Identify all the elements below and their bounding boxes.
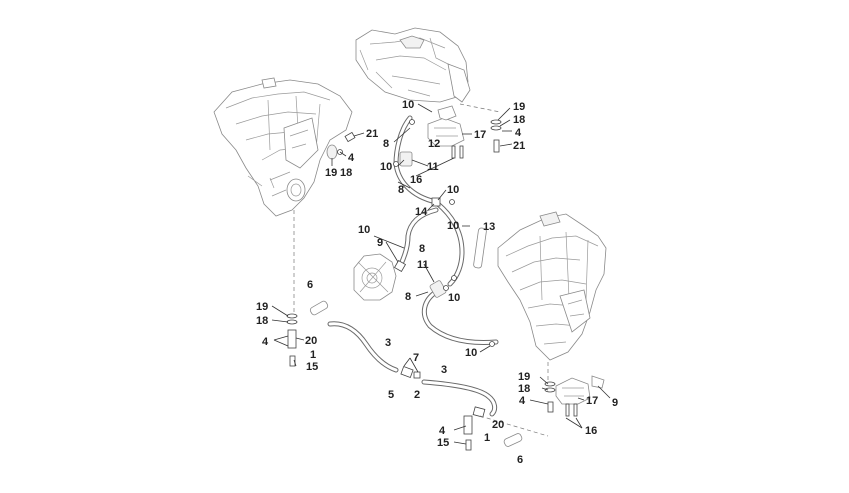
callout-8: 8 [419,243,425,255]
callout-20: 20 [305,335,317,347]
callout-10: 10 [465,347,477,359]
callout-18: 18 [518,383,530,395]
callout-16: 16 [410,174,422,186]
callout-3: 3 [385,337,391,349]
callout-3: 3 [441,364,447,376]
callout-16: 16 [585,425,597,437]
hardware [286,119,578,451]
callout-2: 2 [414,389,420,401]
callout-18: 18 [340,167,352,179]
callout-10: 10 [358,224,370,236]
callout-19: 19 [256,301,268,313]
callout-6: 6 [517,454,523,466]
callout-11: 11 [427,161,439,173]
callout-21: 21 [513,140,525,152]
fittings [393,119,495,379]
callout-21: 21 [366,128,378,140]
callout-4: 4 [439,425,446,437]
callout-10: 10 [448,292,460,304]
fuel-pump-top [427,105,465,147]
callout-10: 10 [447,220,459,232]
callout-10: 10 [380,161,392,173]
callout-4: 4 [515,127,522,139]
callout-12: 12 [428,138,440,150]
callout-9: 9 [612,397,618,409]
callout-19: 19 [513,101,525,113]
callout-5: 5 [388,389,394,401]
callout-4: 4 [348,152,355,164]
callout-labels: 10 19 18 4 21 21 4 19 18 8 12 17 10 11 1… [256,99,618,466]
callout-13: 13 [483,221,495,233]
callout-9: 9 [377,237,383,249]
callout-10: 10 [447,184,459,196]
callout-19: 19 [325,167,337,179]
callout-4: 4 [519,395,526,407]
callout-4: 4 [262,336,269,348]
callout-19: 19 [518,371,530,383]
callout-11: 11 [417,259,429,271]
callout-1: 1 [484,432,490,444]
callout-15: 15 [437,437,449,449]
callout-8: 8 [405,291,411,303]
callout-20: 20 [492,419,504,431]
alignment-lines [293,103,549,437]
callout-17: 17 [586,395,598,407]
callout-1: 1 [310,349,316,361]
callout-8: 8 [398,184,404,196]
callout-6: 6 [307,279,313,291]
callout-18: 18 [513,114,525,126]
right-tank [497,211,607,361]
callout-17: 17 [474,129,486,141]
callout-15: 15 [306,361,318,373]
fuel-pump-bottom [555,375,605,405]
callout-10: 10 [402,99,414,111]
leader-lines [271,103,611,445]
top-tank [355,27,471,103]
callout-18: 18 [256,315,268,327]
callout-14: 14 [415,206,428,218]
callout-8: 8 [383,138,389,150]
callout-7: 7 [413,352,419,364]
left-tank [213,77,353,217]
throttle-body [353,253,397,301]
